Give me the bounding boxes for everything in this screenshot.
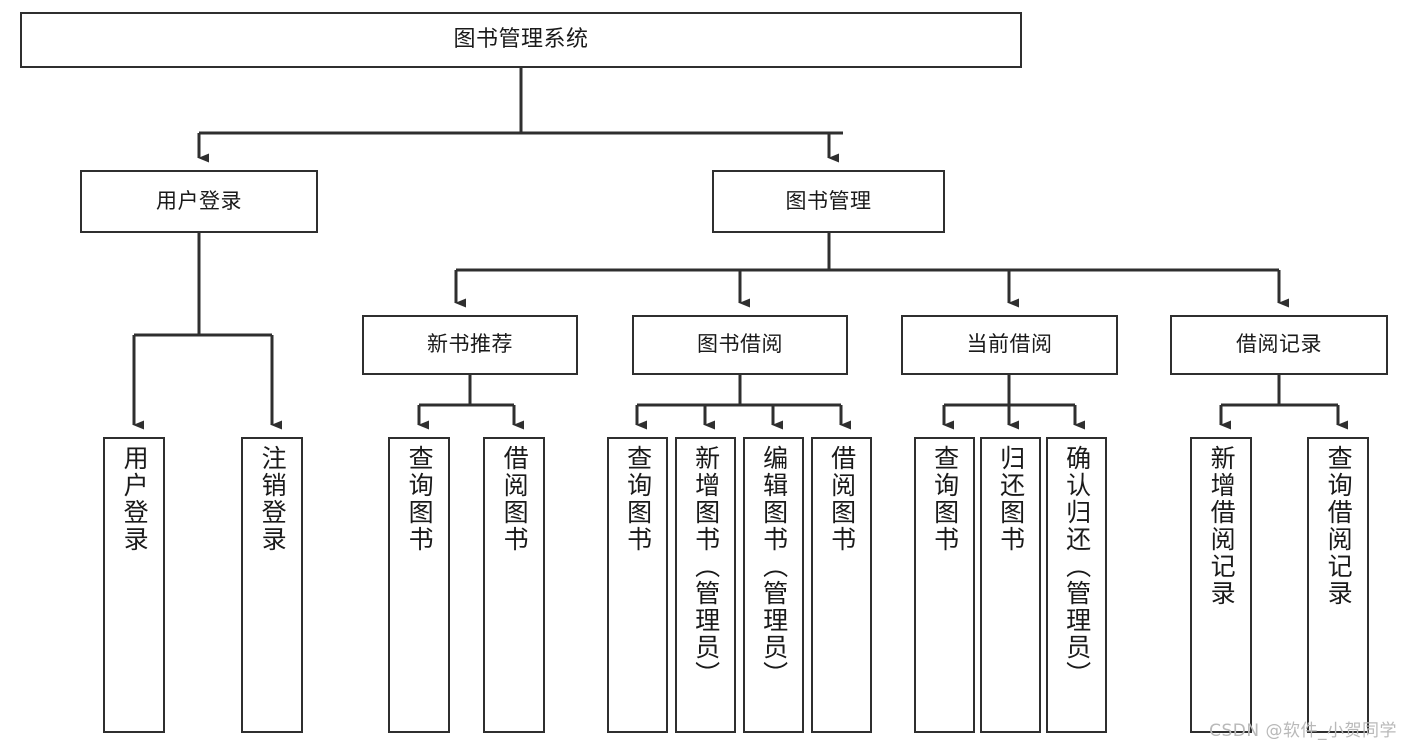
node-book-manage[interactable]: 图书管理	[712, 170, 945, 233]
node-leaf-edit-book[interactable]: 编辑图书（管理员）	[743, 437, 804, 733]
node-new-book-rec-label: 新书推荐	[427, 332, 513, 357]
node-leaf-add-book[interactable]: 新增图书（管理员）	[675, 437, 736, 733]
node-user-login-label: 用户登录	[156, 188, 242, 213]
node-leaf-query-book-b[interactable]: 查询图书	[607, 437, 668, 733]
node-leaf-query-book-a-label: 查询图书	[405, 445, 435, 553]
node-new-book-rec[interactable]: 新书推荐	[362, 315, 578, 375]
node-root-label: 图书管理系统	[453, 26, 589, 52]
node-leaf-add-book-label: 新增图书（管理员）	[691, 445, 721, 688]
node-current-borrow[interactable]: 当前借阅	[901, 315, 1118, 375]
node-leaf-return-book[interactable]: 归还图书	[980, 437, 1041, 733]
node-leaf-query-record-label: 查询借阅记录	[1324, 445, 1354, 607]
node-book-borrow-label: 图书借阅	[697, 332, 783, 357]
node-leaf-query-book-c[interactable]: 查询图书	[914, 437, 975, 733]
node-user-login[interactable]: 用户登录	[80, 170, 318, 233]
node-leaf-query-book-c-label: 查询图书	[930, 445, 960, 553]
node-leaf-add-record[interactable]: 新增借阅记录	[1190, 437, 1252, 733]
node-leaf-add-record-label: 新增借阅记录	[1207, 445, 1237, 607]
node-book-manage-label: 图书管理	[785, 188, 872, 213]
node-leaf-confirm-return-label: 确认归还（管理员）	[1062, 445, 1092, 688]
node-leaf-borrow-book-a[interactable]: 借阅图书	[483, 437, 545, 733]
node-leaf-borrow-book-a-label: 借阅图书	[500, 445, 530, 553]
node-leaf-borrow-book-b-label: 借阅图书	[827, 445, 857, 553]
node-book-borrow[interactable]: 图书借阅	[632, 315, 848, 375]
node-leaf-borrow-book-b[interactable]: 借阅图书	[811, 437, 872, 733]
node-leaf-edit-book-label: 编辑图书（管理员）	[759, 445, 789, 688]
node-borrow-record-label: 借阅记录	[1236, 332, 1322, 357]
node-leaf-query-book-a[interactable]: 查询图书	[388, 437, 450, 733]
node-leaf-logout-label: 注销登录	[258, 445, 288, 553]
node-leaf-logout[interactable]: 注销登录	[241, 437, 303, 733]
node-leaf-query-book-b-label: 查询图书	[623, 445, 653, 553]
node-leaf-return-book-label: 归还图书	[996, 445, 1026, 553]
node-root[interactable]: 图书管理系统	[20, 12, 1022, 68]
node-current-borrow-label: 当前借阅	[966, 332, 1053, 357]
node-leaf-user-login-label: 用户登录	[120, 445, 150, 553]
node-leaf-query-record[interactable]: 查询借阅记录	[1307, 437, 1369, 733]
watermark: CSDN @软件_小贺同学	[1209, 721, 1397, 741]
node-borrow-record[interactable]: 借阅记录	[1170, 315, 1388, 375]
node-leaf-confirm-return[interactable]: 确认归还（管理员）	[1046, 437, 1107, 733]
node-leaf-user-login[interactable]: 用户登录	[103, 437, 165, 733]
